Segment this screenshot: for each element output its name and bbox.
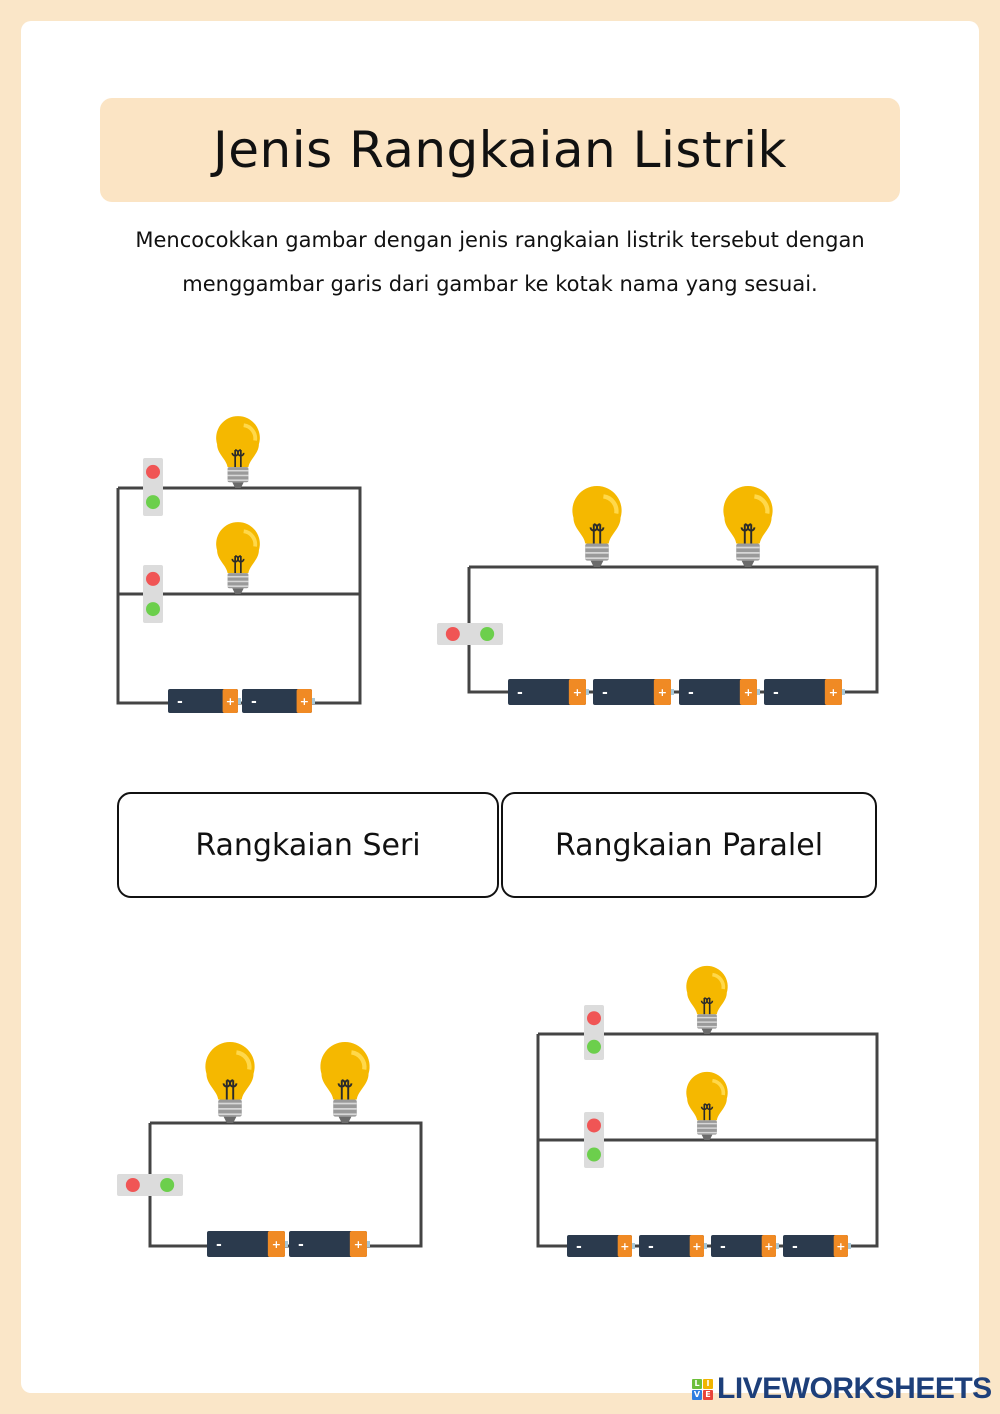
switch-red-light <box>125 1178 140 1192</box>
battery-plus-label: + <box>829 686 838 699</box>
switch-icon <box>584 1112 604 1168</box>
switch-icon <box>143 565 163 623</box>
battery-icon: -+ <box>679 679 760 705</box>
battery-plus-label: + <box>272 1238 281 1251</box>
switch-green-light <box>480 627 495 641</box>
battery-minus-label: - <box>792 1239 798 1255</box>
battery-minus-label: - <box>298 1237 304 1253</box>
logo-tile: L <box>692 1378 702 1389</box>
battery-icon: -+ <box>508 679 589 705</box>
wire <box>148 1121 423 1248</box>
battery-icon: -+ <box>711 1235 779 1257</box>
battery-minus-label: - <box>602 685 608 701</box>
battery-plus-label: + <box>300 695 309 708</box>
switch-green-light <box>146 602 160 617</box>
instruction-text: Mencocokkan gambar dengan jenis rangkaia… <box>135 228 865 296</box>
battery-icon: -+ <box>639 1235 707 1257</box>
battery-minus-label: - <box>517 685 523 701</box>
switch-red-light <box>587 1118 601 1133</box>
switch-green-light <box>160 1178 175 1192</box>
switch-green-light <box>146 495 160 510</box>
battery-plus-label: + <box>658 686 667 699</box>
battery-icon: -+ <box>783 1235 851 1257</box>
battery-minus-label: - <box>720 1239 726 1255</box>
switch-icon <box>117 1174 183 1196</box>
switch-red-light <box>146 464 160 479</box>
logo-tile: V <box>692 1389 702 1400</box>
switch-icon <box>437 623 503 645</box>
battery-minus-label: - <box>773 685 779 701</box>
light-bulb-icon <box>216 416 260 488</box>
answer-box-parallel[interactable]: Rangkaian Paralel <box>501 792 877 898</box>
battery-icon: -+ <box>593 679 674 705</box>
switch-red-light <box>146 571 160 586</box>
title-banner: Jenis Rangkaian Listrik <box>100 98 900 202</box>
battery-plus-label: + <box>744 686 753 699</box>
battery-plus-label: + <box>836 1240 845 1253</box>
circuit-series-top-right: -+-+-+-+ <box>437 485 879 705</box>
wire <box>116 486 362 705</box>
circuit-parallel-top-left: -+-+ <box>116 416 362 713</box>
page-title: Jenis Rangkaian Listrik <box>213 121 787 179</box>
light-bulb-icon <box>205 1041 255 1123</box>
switch-red-light <box>587 1011 601 1026</box>
circuit-series-bottom-left: -+-+ <box>117 1041 423 1257</box>
switch-red-light <box>445 627 460 641</box>
wire <box>536 1032 879 1248</box>
liveworksheets-logo: L I V E LIVEWORKSHEETS <box>692 1372 992 1406</box>
logo-tile: E <box>703 1389 713 1400</box>
battery-plus-label: + <box>764 1240 773 1253</box>
battery-icon: -+ <box>168 689 241 713</box>
battery-minus-label: - <box>177 694 183 710</box>
battery-plus-label: + <box>620 1240 629 1253</box>
battery-minus-label: - <box>688 685 694 701</box>
battery-icon: -+ <box>764 679 845 705</box>
battery-icon: -+ <box>567 1235 635 1257</box>
battery-plus-label: + <box>692 1240 701 1253</box>
light-bulb-icon <box>686 965 728 1034</box>
light-bulb-icon <box>216 522 260 594</box>
battery-icon: -+ <box>242 689 315 713</box>
light-bulb-icon <box>686 1071 728 1140</box>
switch-green-light <box>587 1147 601 1162</box>
battery-plus-label: + <box>573 686 582 699</box>
light-bulb-icon <box>320 1041 370 1123</box>
battery-minus-label: - <box>648 1239 654 1255</box>
battery-minus-label: - <box>216 1237 222 1253</box>
answer-box-series[interactable]: Rangkaian Seri <box>117 792 499 898</box>
switch-icon <box>584 1005 604 1060</box>
battery-minus-label: - <box>251 694 257 710</box>
logo-tile: I <box>703 1378 713 1389</box>
wire <box>467 565 879 694</box>
switch-icon <box>143 458 163 516</box>
switch-green-light <box>587 1039 601 1054</box>
logo-text: LIVEWORKSHEETS <box>717 1372 992 1405</box>
light-bulb-icon <box>572 485 622 567</box>
circuit-parallel-bottom-right: -+-+-+-+ <box>536 965 879 1257</box>
light-bulb-icon <box>723 485 773 567</box>
battery-plus-label: + <box>226 695 235 708</box>
battery-icon: -+ <box>289 1231 370 1257</box>
battery-icon: -+ <box>207 1231 288 1257</box>
logo-tiles-icon: L I V E <box>692 1378 713 1400</box>
battery-plus-label: + <box>354 1238 363 1251</box>
battery-minus-label: - <box>576 1239 582 1255</box>
